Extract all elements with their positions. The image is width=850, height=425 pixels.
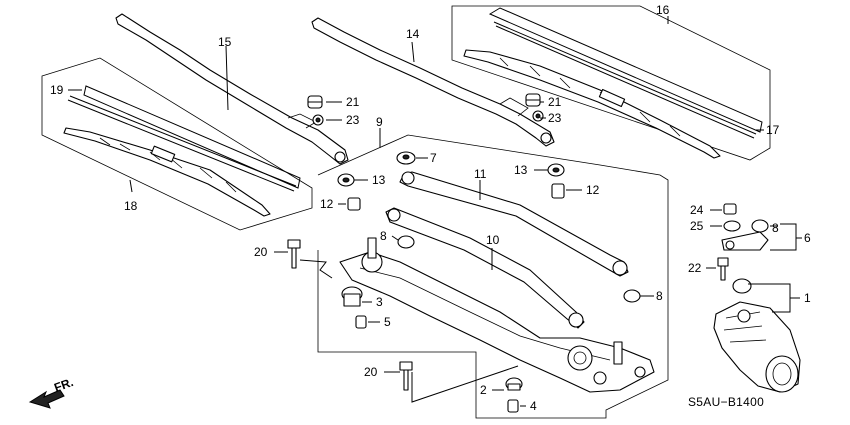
callout-7: 7 — [430, 151, 437, 165]
callout-18: 18 — [124, 199, 138, 213]
direction-label: FR. — [52, 375, 75, 395]
callout-21b: 21 — [548, 95, 562, 109]
callout-3: 3 — [376, 295, 383, 309]
right-blade-assembly — [451, 5, 771, 161]
callout-25: 25 — [690, 219, 704, 233]
callouts: 15 14 16 19 18 17 21 23 21 23 9 7 13 12 … — [50, 3, 811, 413]
callout-4: 4 — [530, 399, 537, 413]
wiper-motor — [713, 278, 801, 393]
link-rod-upper — [399, 171, 629, 277]
callout-16: 16 — [656, 3, 670, 17]
front-direction-arrow: FR. — [28, 375, 75, 409]
small-parts — [287, 151, 769, 413]
callout-20a: 20 — [254, 245, 268, 259]
callout-1: 1 — [804, 291, 811, 305]
callout-24: 24 — [690, 203, 704, 217]
callout-8a: 8 — [380, 229, 387, 243]
callout-20b: 20 — [364, 365, 378, 379]
callout-21a: 21 — [346, 95, 360, 109]
callout-10: 10 — [486, 233, 500, 247]
callout-23a: 23 — [346, 113, 360, 127]
callout-2: 2 — [480, 383, 487, 397]
leader-lines — [68, 16, 802, 407]
callout-14: 14 — [406, 27, 420, 41]
callout-23b: 23 — [548, 111, 562, 125]
callout-6: 6 — [804, 231, 811, 245]
callout-22: 22 — [688, 261, 702, 275]
callout-8c: 8 — [772, 221, 779, 235]
callout-8b: 8 — [656, 289, 663, 303]
link-rod-lower — [385, 207, 585, 329]
callout-9: 9 — [376, 115, 383, 129]
linkage-outline — [317, 134, 669, 419]
callout-13a: 13 — [372, 173, 386, 187]
callout-12a: 12 — [320, 197, 334, 211]
callout-11: 11 — [474, 167, 487, 181]
callout-15: 15 — [218, 35, 232, 49]
pivot-frame — [339, 237, 655, 393]
callout-19: 19 — [50, 83, 64, 97]
left-blade-assembly — [41, 57, 313, 231]
callout-5: 5 — [384, 315, 391, 329]
diagram-code: S5AU−B1400 — [688, 395, 764, 409]
wiper-arm-left — [115, 13, 349, 165]
callout-17: 17 — [766, 123, 780, 137]
callout-13b: 13 — [514, 163, 528, 177]
callout-12b: 12 — [586, 183, 600, 197]
wiper-arm-right — [311, 17, 555, 147]
